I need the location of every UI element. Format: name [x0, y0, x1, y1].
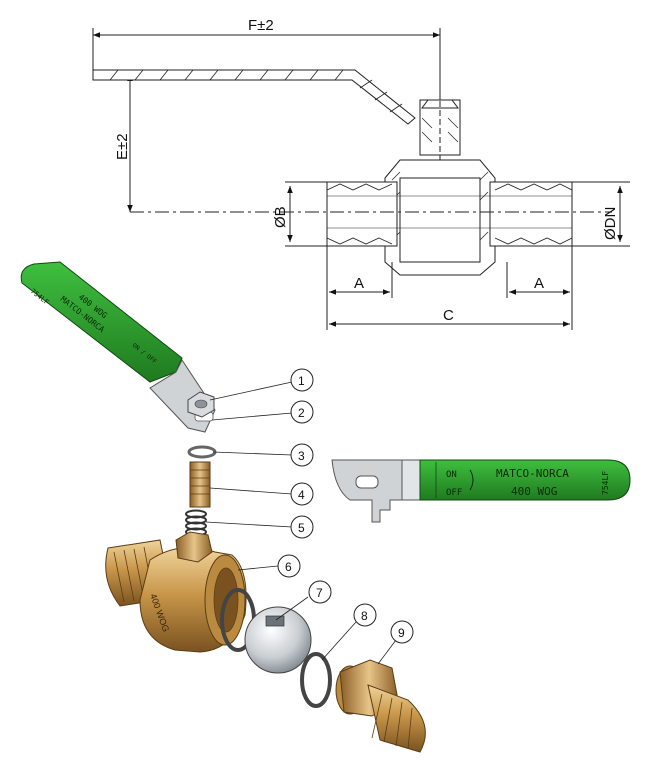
exploded-handle: MATCO-NORCA 400 WOG 754LF ON / OFF: [20, 261, 216, 433]
part-stem: [189, 461, 211, 508]
callout-7: 7: [316, 586, 323, 600]
callout-1: 1: [298, 374, 305, 388]
dim-label-a-left: A: [354, 275, 364, 292]
callout-4: 4: [298, 488, 305, 502]
handle-on-label: ON: [446, 470, 457, 480]
part-washer: [187, 445, 217, 459]
handle-rating-label: 400 WOG: [511, 485, 557, 498]
callout-9: 9: [398, 626, 405, 640]
handle-model-label: 754LF: [601, 471, 610, 495]
dim-label-c: C: [443, 307, 454, 324]
callout-3: 3: [298, 449, 305, 463]
callout-2: 2: [298, 406, 305, 420]
drawing-left-end: [326, 181, 398, 247]
drawing-lever: [92, 69, 416, 125]
drawing-right-end: [489, 181, 573, 247]
callout-5: 5: [298, 521, 305, 535]
dim-label-a-right: A: [534, 275, 544, 292]
callouts: 1 2 3 4 5 6 7 8 9: [277, 368, 414, 644]
callout-leaders: [205, 381, 397, 665]
dim-label-b: ØB: [272, 206, 289, 228]
part-seat-right: [300, 652, 332, 708]
technical-drawing: [92, 28, 630, 330]
part-packing: [185, 509, 207, 537]
dim-label-f: F±2: [248, 17, 274, 34]
part-ball: [244, 606, 312, 674]
part-end-piece: [335, 659, 426, 753]
handle-off-label: OFF: [446, 488, 462, 498]
handle-detail: ON OFF MATCO-NORCA 400 WOG 754LF: [331, 459, 631, 523]
handle-brand-label: MATCO-NORCA: [496, 467, 569, 480]
dim-label-dn: ØDN: [602, 207, 619, 240]
dim-label-e: E±2: [114, 133, 131, 160]
callout-8: 8: [361, 609, 368, 623]
part-nut: [187, 391, 215, 418]
lever-hatch: [109, 69, 403, 113]
exploded-view: MATCO-NORCA 400 WOG 754LF ON / OFF: [20, 261, 426, 753]
drawing-stem: [419, 99, 461, 156]
callout-6: 6: [285, 560, 292, 574]
